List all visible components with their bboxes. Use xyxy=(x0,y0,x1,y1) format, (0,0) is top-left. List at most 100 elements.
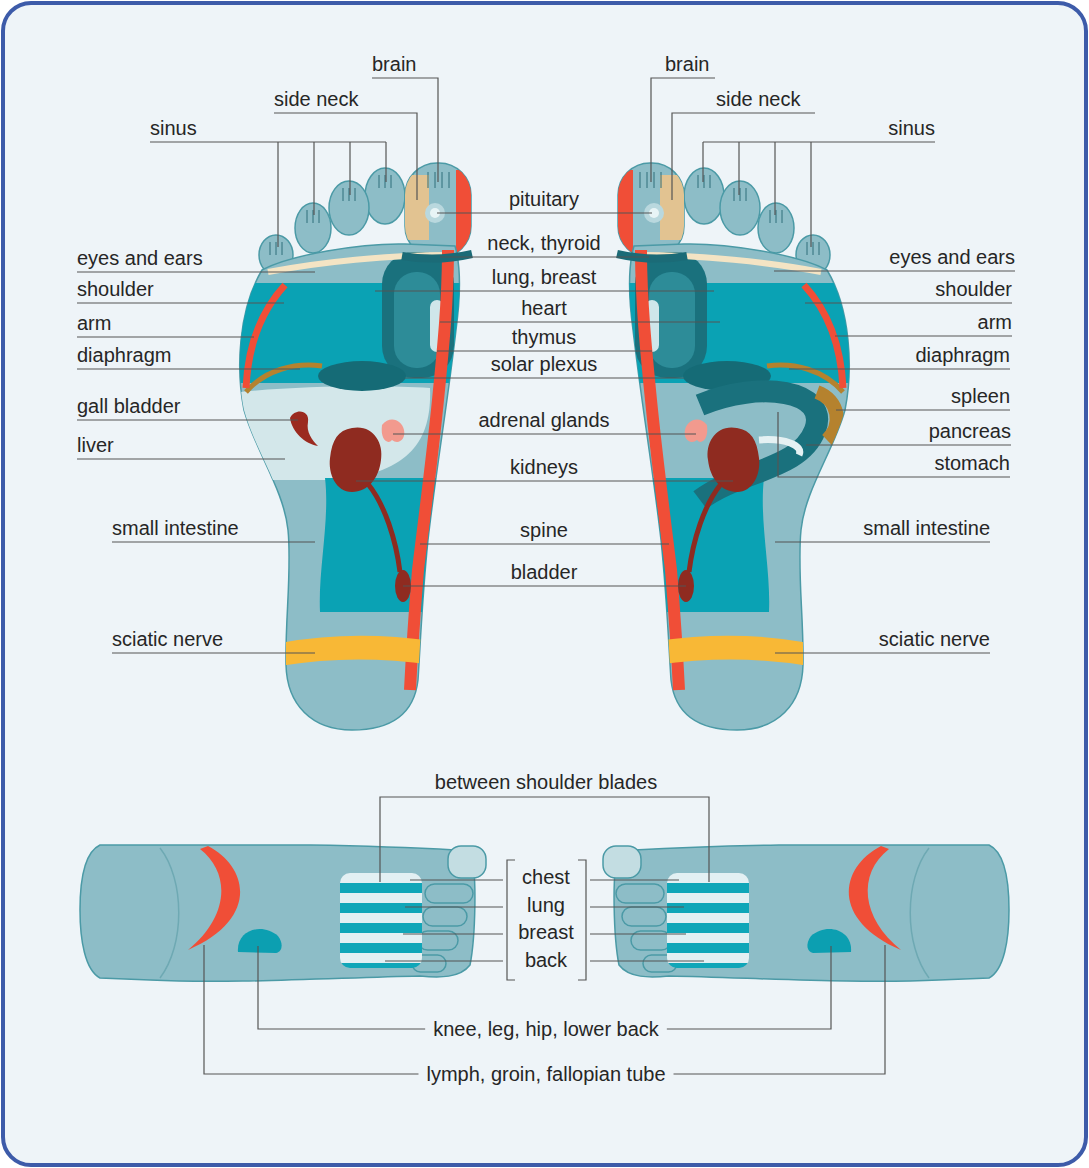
left-sole xyxy=(230,163,472,730)
leader-line xyxy=(372,78,438,182)
part-label: lymph, groin, fallopian tube xyxy=(426,1064,665,1084)
knee-zone xyxy=(807,929,851,953)
stripe xyxy=(340,943,422,953)
leader-line xyxy=(590,933,686,934)
toe-hatch xyxy=(385,175,386,188)
stripe xyxy=(340,893,422,903)
part-label: diaphragm xyxy=(915,345,1010,365)
part-label: small intestine xyxy=(112,518,239,538)
frame xyxy=(3,3,1086,1165)
stripe xyxy=(340,903,422,913)
ureter-zone xyxy=(689,484,721,572)
leader-line xyxy=(403,933,503,934)
part-label: liver xyxy=(77,435,114,455)
toe xyxy=(684,168,724,224)
leader-line xyxy=(437,212,652,213)
leader-line xyxy=(410,879,503,880)
toe-hatch xyxy=(319,210,320,223)
leader-line xyxy=(440,256,649,257)
spine-zone xyxy=(456,170,471,258)
toe-hatch xyxy=(740,188,741,201)
leader-line xyxy=(810,142,811,247)
leader-line xyxy=(274,113,417,200)
part-label: side neck xyxy=(274,89,359,109)
knee-zone xyxy=(238,929,282,953)
stripe xyxy=(667,913,749,923)
stripe xyxy=(667,903,749,913)
leader-line xyxy=(313,142,314,215)
leader-lines xyxy=(77,78,1015,1074)
leader-line xyxy=(393,433,696,434)
leader-line xyxy=(405,906,503,907)
leader-line xyxy=(651,78,715,182)
toe-hatch xyxy=(698,175,699,188)
part-label: shoulder xyxy=(935,279,1012,299)
toe-hatch xyxy=(282,242,283,255)
part-label: lung xyxy=(527,895,565,915)
leader-line xyxy=(77,271,315,272)
stripe-zone xyxy=(667,873,749,968)
leader-line xyxy=(112,541,315,542)
toe-hatch xyxy=(391,175,392,188)
leader-line xyxy=(806,444,1011,445)
part-label: pituitary xyxy=(509,189,579,209)
leader-line xyxy=(702,142,703,182)
leader-line xyxy=(385,960,503,961)
part-label: arm xyxy=(978,312,1012,332)
ureter-zone xyxy=(368,484,400,572)
leader-line xyxy=(674,945,885,1074)
stripe xyxy=(340,963,422,968)
part-label: side neck xyxy=(716,89,801,109)
leader-line xyxy=(440,321,720,322)
leader-line xyxy=(835,335,1012,336)
leader-line xyxy=(375,290,714,291)
leader-line xyxy=(77,368,300,369)
part-label: brain xyxy=(665,54,709,74)
leader-line xyxy=(805,302,1012,303)
pancreas-zone xyxy=(700,391,817,500)
leader-line xyxy=(277,142,278,247)
part-label: pancreas xyxy=(929,421,1011,441)
leader-line xyxy=(672,113,815,200)
leader-line xyxy=(774,142,775,215)
lymph-zone xyxy=(188,846,240,950)
stripe xyxy=(340,883,422,893)
part-label: back xyxy=(525,950,567,970)
toe-hatch xyxy=(343,188,344,201)
leader-line xyxy=(77,458,285,459)
ankle xyxy=(910,848,929,978)
toe-hatch xyxy=(710,175,711,188)
part-label: adrenal glands xyxy=(478,410,609,430)
part-label: spine xyxy=(520,520,568,540)
leader-line xyxy=(204,945,418,1074)
toe xyxy=(295,203,331,253)
sciatic-zone xyxy=(649,636,819,668)
leader-line xyxy=(385,142,386,182)
spine-zone xyxy=(641,250,679,690)
toe-hatch xyxy=(704,175,705,188)
stripe xyxy=(667,963,749,968)
toe xyxy=(603,846,641,878)
sciatic-zone xyxy=(270,636,440,668)
leader-line xyxy=(437,350,652,351)
leader-line xyxy=(778,412,1010,477)
toe-hatch xyxy=(640,172,641,188)
neck-zone xyxy=(617,254,687,259)
sole-zones xyxy=(619,250,859,690)
leader-line xyxy=(356,480,733,481)
neck-zone xyxy=(402,254,472,259)
part-label: sinus xyxy=(150,118,197,138)
solar-plexus-zone xyxy=(318,361,406,391)
toe-hatch xyxy=(807,242,808,255)
part-label: bladder xyxy=(511,562,578,582)
toe-hatch xyxy=(654,172,655,188)
leader-line xyxy=(258,946,425,1029)
stripe xyxy=(340,923,422,933)
toe-hatch xyxy=(819,242,820,255)
toe-hatch xyxy=(379,175,380,188)
stripe xyxy=(667,883,749,893)
toe-hatch xyxy=(349,188,350,201)
leader-line xyxy=(507,860,515,980)
adrenal-zone xyxy=(685,420,708,442)
toe-hatch xyxy=(661,172,662,188)
